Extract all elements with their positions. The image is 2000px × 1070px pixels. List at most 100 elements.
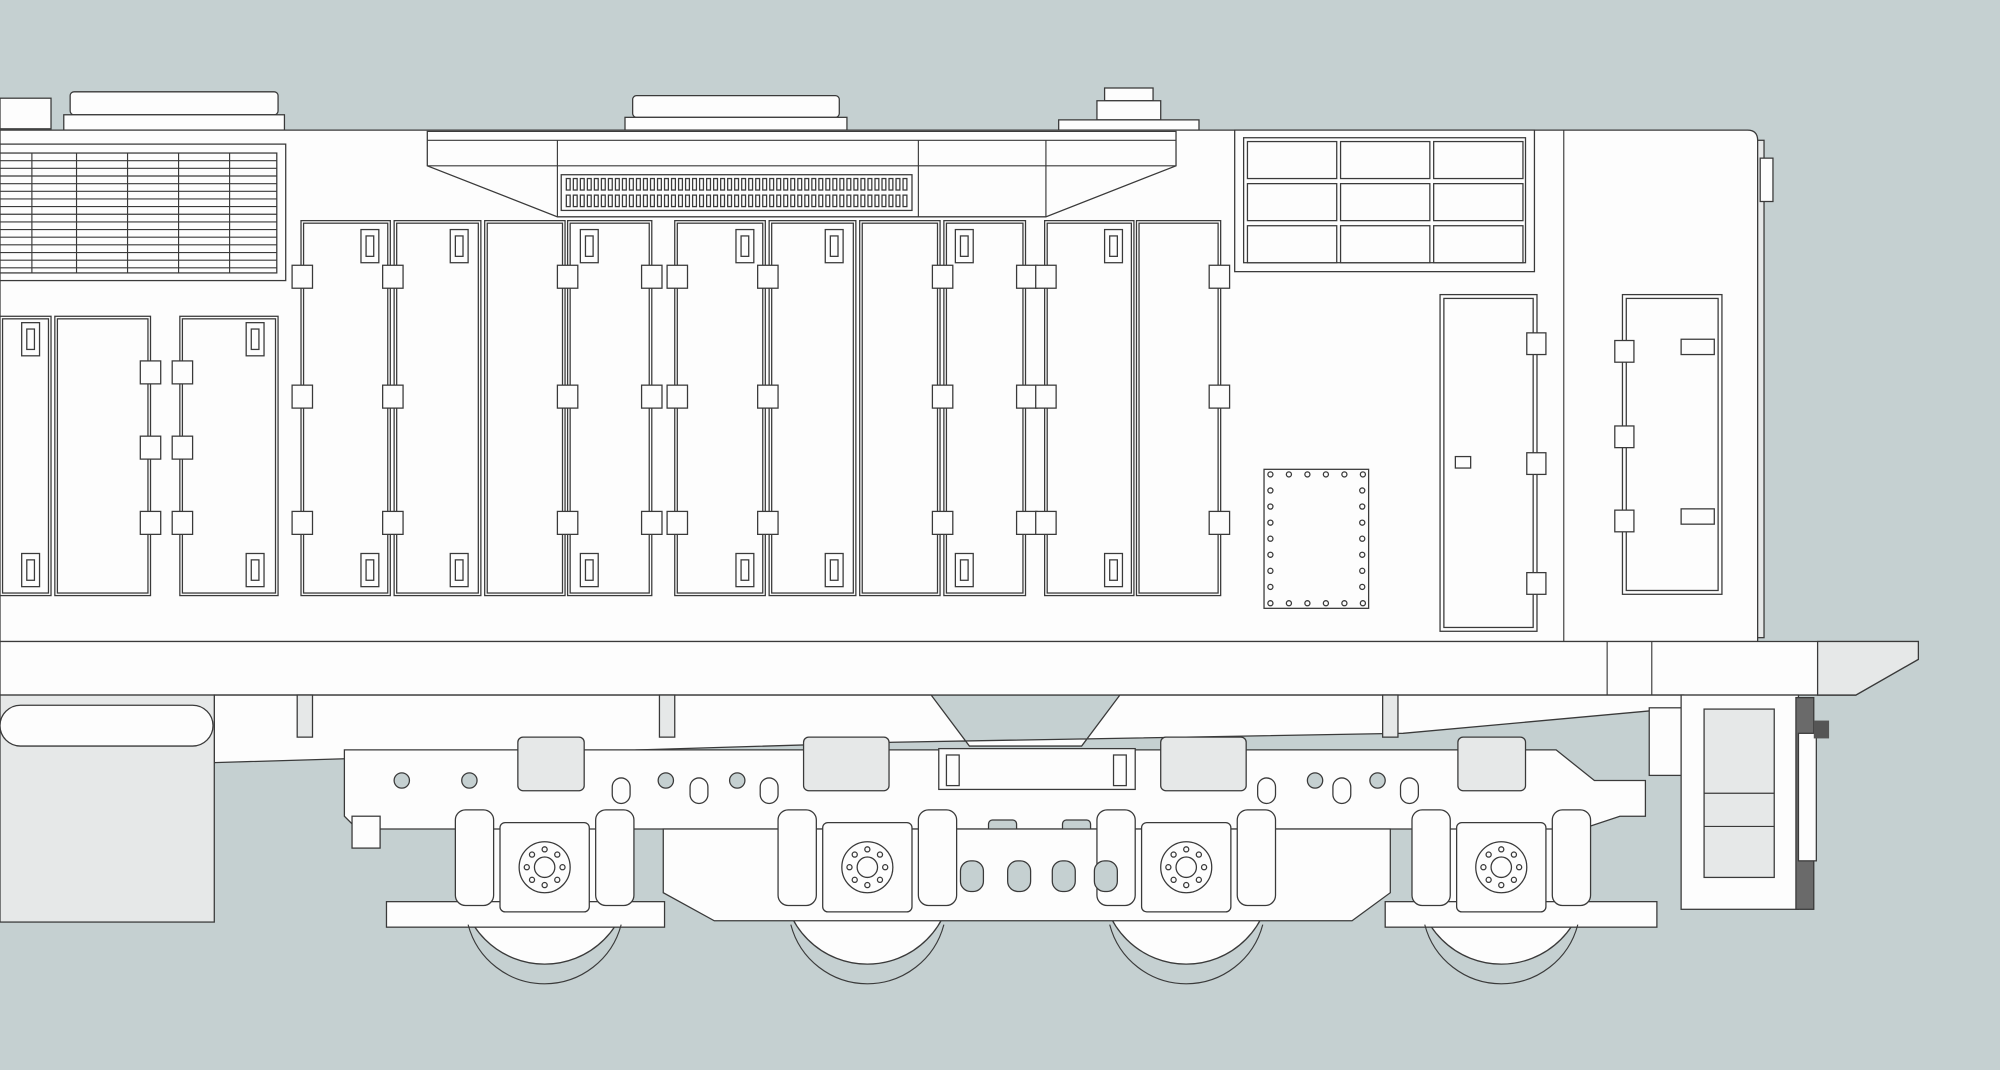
- bolt: [1267, 583, 1274, 591]
- grille-slot: [895, 177, 901, 191]
- grille-slot: [698, 194, 705, 208]
- grille-slot: [579, 177, 585, 191]
- grille-slot: [874, 194, 880, 208]
- axle-bolt: [1510, 851, 1518, 858]
- spring: [454, 809, 495, 907]
- bolt: [1285, 471, 1293, 478]
- grille-slot: [663, 194, 670, 208]
- door-hinge: [1208, 510, 1231, 535]
- axle-bolt: [864, 881, 871, 889]
- grille-slot: [804, 194, 810, 208]
- grille-slot: [621, 194, 627, 208]
- axle-bolt: [528, 851, 536, 858]
- frame-slot: [1399, 777, 1420, 805]
- bolt: [1359, 551, 1366, 558]
- vent-louver: [1339, 140, 1431, 180]
- door-hinge: [1015, 384, 1038, 409]
- bolt: [1267, 551, 1274, 558]
- vent-louver: [1433, 140, 1524, 180]
- vent-louver: [1339, 183, 1431, 222]
- grille-slot: [713, 177, 719, 191]
- door-latch-handle: [250, 559, 260, 581]
- frame-hole: [1369, 772, 1386, 789]
- grille-slot: [860, 177, 866, 191]
- axle-bolt: [1515, 864, 1523, 871]
- axle-bolt: [1195, 876, 1203, 884]
- grille-slot: [670, 194, 677, 208]
- grille-slot: [825, 194, 831, 208]
- door-latch-handle: [454, 235, 464, 257]
- grille-slot: [684, 194, 691, 208]
- axle-bolt: [851, 876, 858, 884]
- grille-slot: [846, 194, 852, 208]
- grille-slot: [867, 177, 873, 191]
- door-inset: [181, 318, 277, 594]
- grille-slot: [649, 194, 655, 208]
- door-hinge: [291, 384, 314, 409]
- wheel-rim: [790, 924, 945, 985]
- axle-bolt: [864, 846, 871, 853]
- door-hinge: [556, 264, 579, 289]
- vent-louver: [1433, 225, 1524, 264]
- vent-louver: [1433, 183, 1524, 222]
- grille-slot: [790, 177, 796, 191]
- bolt: [1285, 600, 1293, 607]
- grille-slot: [748, 194, 754, 208]
- door-hinge: [1208, 384, 1231, 409]
- bolt: [1304, 471, 1311, 478]
- door-hinge: [931, 264, 954, 289]
- grille-slot: [790, 194, 796, 208]
- grille-slot: [881, 194, 887, 208]
- door-inset: [1, 318, 50, 594]
- door-hinge: [757, 264, 779, 289]
- bolt: [1359, 503, 1366, 510]
- axle-bolt: [554, 851, 561, 858]
- door-latch-handle: [740, 559, 750, 581]
- door-latch-handle: [829, 235, 839, 257]
- axle-bolt: [1183, 881, 1190, 889]
- door-hinge: [382, 384, 404, 409]
- axle-bolt: [876, 876, 884, 884]
- grille-slot: [748, 177, 754, 191]
- axle-bolt: [1498, 881, 1505, 889]
- vent-louver: [1246, 140, 1338, 180]
- bolt: [1322, 471, 1330, 478]
- grille-slot: [769, 177, 775, 191]
- vent-panel: [1234, 129, 1536, 273]
- door-hinge: [1015, 264, 1038, 289]
- axle-hub: [856, 856, 879, 879]
- door-inset: [861, 222, 939, 594]
- grille-slot: [621, 177, 627, 191]
- door-inset: [1138, 222, 1219, 594]
- dynamic-brake-hatch: [426, 130, 1177, 218]
- door-inset: [56, 318, 149, 594]
- grille-slot: [853, 194, 859, 208]
- grille-slot: [572, 177, 578, 191]
- door-hinge: [171, 435, 194, 460]
- grille-slot: [818, 177, 824, 191]
- grille-slot: [593, 177, 599, 191]
- bolted-panel: [1263, 468, 1370, 609]
- grille-slot: [832, 194, 838, 208]
- door-inset: [569, 222, 650, 594]
- axle-bolt: [882, 864, 889, 871]
- bolster-opening: [1007, 860, 1032, 893]
- door-hinge: [171, 510, 194, 535]
- axle-bolt: [1485, 851, 1492, 858]
- axle-bolt: [1510, 876, 1518, 884]
- grille-slot: [853, 177, 859, 191]
- grille-slot: [600, 194, 606, 208]
- grille-slot: [677, 194, 684, 208]
- wheel-rim: [467, 924, 622, 985]
- axle-bolt: [1195, 851, 1203, 858]
- vent-louver: [1246, 225, 1338, 264]
- door-latch-handle: [454, 559, 464, 581]
- wheel-rim: [1109, 924, 1264, 985]
- grille-slot: [677, 177, 684, 191]
- axle-bolt: [1183, 846, 1190, 853]
- bolt: [1267, 487, 1274, 494]
- axle-bolt: [541, 881, 548, 889]
- door-hinge: [666, 510, 689, 535]
- spring: [595, 809, 635, 907]
- frame-slot: [689, 777, 709, 805]
